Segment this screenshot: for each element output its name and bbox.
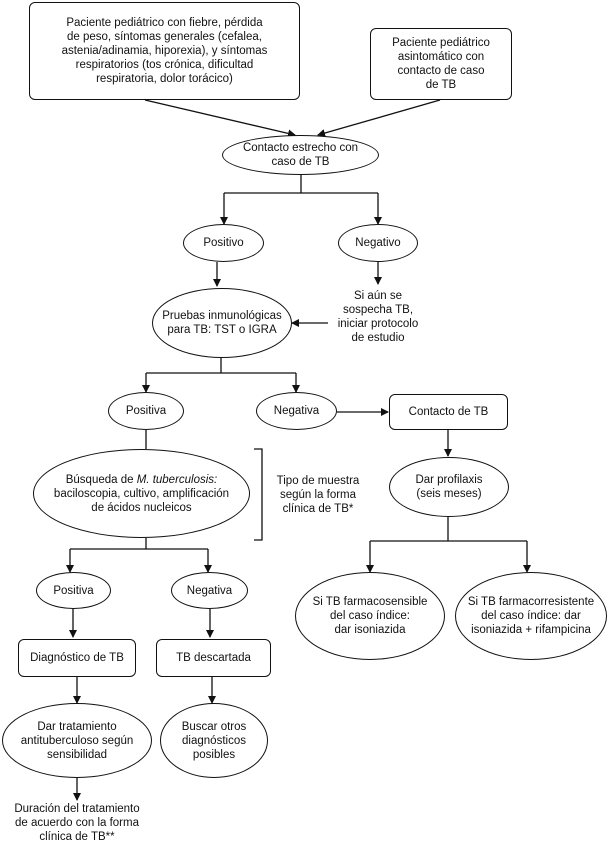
drug-sensitive-oval: Si TB farmacosensible del caso índice: d… (295, 572, 445, 660)
mtb-species: M. tuberculosis: (136, 473, 218, 486)
negativo-text: Negativo (355, 237, 401, 249)
treatment-duration-text: Duración del tratamiento de acuerdo con … (14, 803, 140, 843)
tb-diagnosis-box: Diagnóstico de TB (18, 639, 136, 677)
sample-type-note: Tipo de muestra según la forma clínica d… (266, 470, 370, 520)
other-diagnoses-oval: Buscar otros diagnósticos posibles (160, 703, 268, 778)
tb-contact-box: Contacto de TB (389, 394, 508, 430)
negativa-1-text: Negativa (273, 405, 320, 417)
close-contact-oval: Contacto estrecho con caso de TB (222, 135, 379, 175)
symptomatic-patient-text: Paciente pediátrico con fiebre, pérdida … (61, 17, 268, 85)
positivo-text: Positivo (203, 237, 244, 249)
drug-resistant-text: Si TB farmacorresistente del caso índice… (467, 596, 595, 636)
positiva-1-text: Positiva (125, 405, 167, 417)
treatment-duration-note: Duración del tratamiento de acuerdo con … (2, 801, 152, 845)
sample-type-bracket (254, 448, 263, 541)
positiva-2-text: Positiva (53, 584, 94, 597)
other-diagnoses-text: Buscar otros diagnósticos posibles (181, 720, 247, 761)
mtb-search-prefix: Búsqueda de (65, 473, 137, 486)
treatment-oval: Dar tratamiento antituberculoso según se… (2, 703, 152, 778)
tb-ruled-out-box: TB descartada (156, 639, 271, 677)
arrow-asymptomatic-to-contact (317, 99, 441, 137)
positiva-2-oval: Positiva (36, 572, 111, 609)
mtb-search-methods: baciloscopia, cultivo, amplificación de … (53, 487, 230, 514)
treatment-text: Dar tratamiento antituberculoso según se… (20, 720, 134, 761)
sample-type-text: Tipo de muestra según la forma clínica d… (276, 475, 360, 515)
negativa-2-oval: Negativa (171, 572, 248, 609)
mtb-search-oval: Búsqueda de M. tuberculosis: baciloscopi… (33, 449, 250, 538)
arrow-symptomatic-to-contact (144, 99, 296, 138)
prophylaxis-text: Dar profilaxis (seis meses) (415, 474, 483, 500)
drug-sensitive-text: Si TB farmacosensible del caso índice: d… (312, 596, 428, 636)
positivo-oval: Positivo (183, 224, 264, 262)
prophylaxis-oval: Dar profilaxis (seis meses) (389, 457, 509, 517)
still-suspect-note: Si aún se sospecha TB, iniciar protocolo… (328, 286, 428, 348)
tb-diagnosis-text: Diagnóstico de TB (30, 652, 124, 664)
still-suspect-text: Si aún se sospecha TB, iniciar protocolo… (337, 290, 419, 344)
tb-ruled-out-text: TB descartada (176, 652, 251, 664)
negativa-1-oval: Negativa (256, 392, 337, 430)
close-contact-text: Contacto estrecho con caso de TB (242, 142, 359, 168)
negativo-oval: Negativo (338, 224, 418, 262)
positiva-1-oval: Positiva (108, 392, 184, 430)
tb-contact-text: Contacto de TB (408, 406, 489, 418)
asymptomatic-patient-text: Paciente pediátrico asintomático con con… (392, 37, 490, 91)
drug-resistant-oval: Si TB farmacorresistente del caso índice… (455, 572, 607, 660)
negativa-2-text: Negativa (186, 584, 233, 597)
asymptomatic-patient-box: Paciente pediátrico asintomático con con… (370, 28, 512, 100)
mtb-search-text: Búsqueda de M. tuberculosis: baciloscopi… (54, 473, 229, 515)
immunologic-tests-text: Pruebas inmunológicas para TB: TST o IGR… (162, 310, 282, 336)
immunologic-tests-oval: Pruebas inmunológicas para TB: TST o IGR… (152, 288, 292, 358)
symptomatic-patient-box: Paciente pediátrico con fiebre, pérdida … (29, 2, 300, 100)
